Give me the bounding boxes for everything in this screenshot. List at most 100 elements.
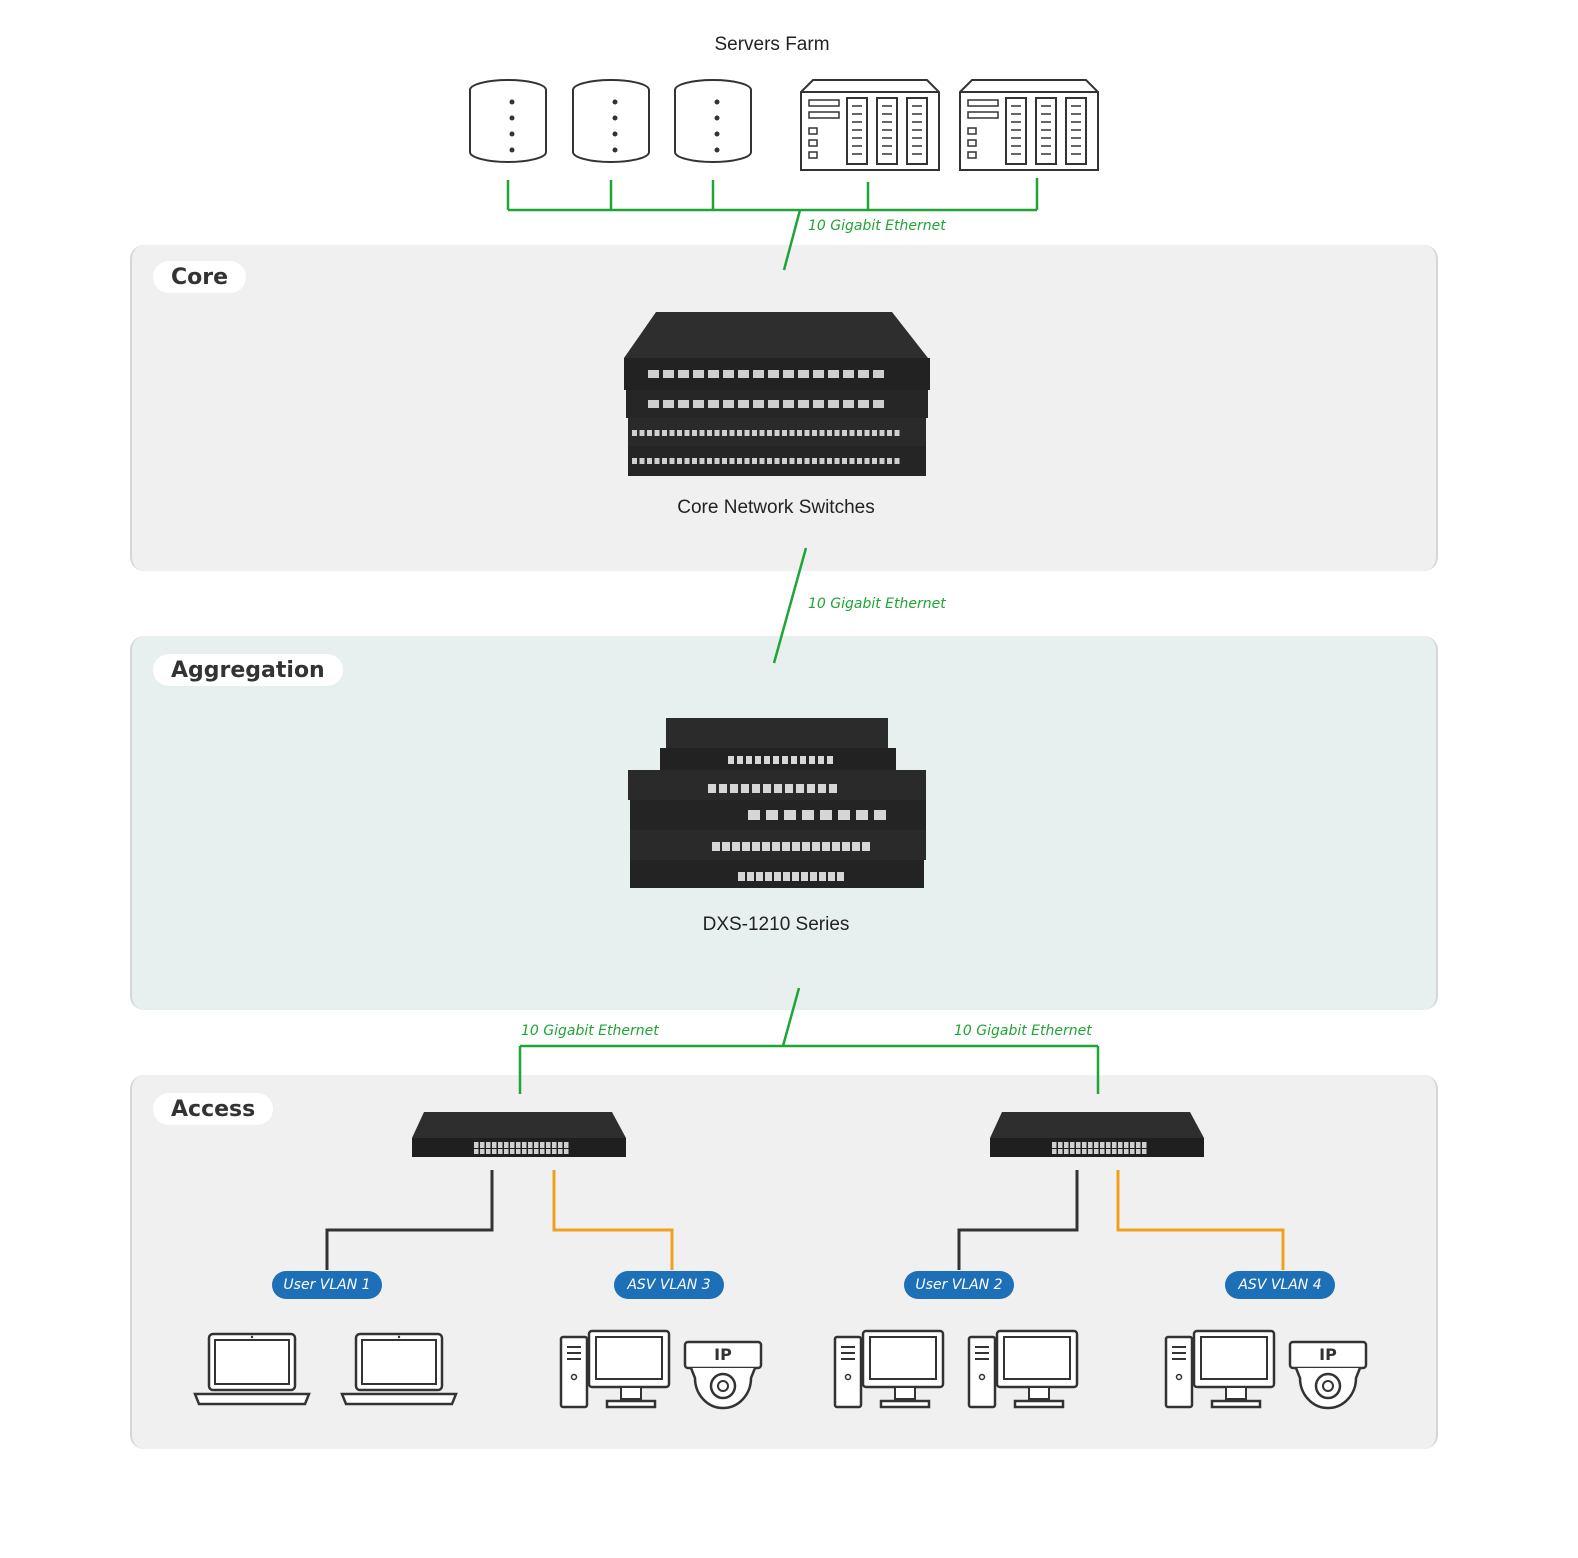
switch-port <box>1058 1142 1063 1148</box>
switch-port <box>504 1149 509 1154</box>
switch-port <box>669 458 675 464</box>
switch-port <box>774 784 782 793</box>
database-icon <box>469 79 547 163</box>
core-network-switches-image <box>624 312 930 476</box>
switch-port <box>522 1142 527 1148</box>
switch-port <box>737 430 742 436</box>
switch-port <box>798 370 809 378</box>
switch-port <box>812 842 820 851</box>
switch-port <box>746 756 752 764</box>
switch-port <box>807 784 815 793</box>
switch-port <box>558 1142 563 1148</box>
switch-port <box>872 458 877 464</box>
switch-port <box>486 1142 491 1148</box>
switch-port <box>820 810 832 820</box>
laptop-icon <box>340 1332 458 1406</box>
switch-port <box>782 430 787 436</box>
switch-port <box>1094 1142 1099 1148</box>
switch-port <box>818 784 826 793</box>
switch-port <box>707 430 712 436</box>
switch-port <box>712 842 720 851</box>
switch-port <box>723 400 734 408</box>
switch-port <box>558 1149 563 1154</box>
switch-port <box>765 872 772 881</box>
switch-port <box>677 430 682 436</box>
switch-port <box>1100 1142 1105 1148</box>
switch-port <box>663 400 674 408</box>
switch-port <box>894 458 900 464</box>
switch-port <box>772 842 780 851</box>
access-tier-label: Access <box>153 1093 274 1125</box>
switch-port <box>756 872 763 881</box>
switch-port <box>663 370 674 378</box>
switch-port <box>677 458 682 464</box>
switch-port <box>1082 1149 1087 1154</box>
switch-port <box>662 458 667 464</box>
switch-port <box>1124 1149 1129 1154</box>
switch-port <box>766 810 778 820</box>
switch-port <box>1070 1142 1075 1148</box>
switch-port <box>809 756 815 764</box>
switch-port <box>1118 1142 1123 1148</box>
switch-port <box>1088 1142 1093 1148</box>
user-vlan-2-line <box>957 1170 1079 1270</box>
switch-port <box>474 1142 479 1148</box>
dxs-1210-series-image <box>628 718 926 888</box>
switch-port <box>708 370 719 378</box>
switch-port <box>767 458 772 464</box>
switch-port <box>654 430 660 436</box>
switch-port <box>1100 1149 1105 1154</box>
switch-port <box>768 400 779 408</box>
switch-port <box>639 430 645 436</box>
switch-port <box>802 810 814 820</box>
switch-port <box>797 430 802 436</box>
switch-port <box>747 872 754 881</box>
switch-port <box>887 458 892 464</box>
switch-port <box>796 784 804 793</box>
switch-port <box>714 430 720 436</box>
switch-port <box>648 400 659 408</box>
switch-port <box>828 872 835 881</box>
switch-port <box>774 872 781 881</box>
user-vlan-1-line <box>325 1170 494 1270</box>
switch-port <box>1136 1142 1141 1148</box>
switch-port <box>789 430 795 436</box>
switch-port <box>707 458 712 464</box>
switch-port <box>1118 1149 1123 1154</box>
switch-port <box>1124 1142 1129 1148</box>
desktop-computer-icon <box>833 1329 945 1409</box>
switch-port <box>722 458 727 464</box>
database-icon <box>572 79 650 163</box>
switch-port <box>819 430 825 436</box>
vlan-pill-asv-vlan-4: ASV VLAN 4 <box>1225 1271 1335 1299</box>
switch-port <box>1064 1142 1069 1148</box>
switch-port <box>857 430 862 436</box>
switch-port <box>692 458 697 464</box>
switch-port <box>822 842 830 851</box>
switch-port <box>759 430 765 436</box>
switch-port <box>564 1149 569 1154</box>
switch-port <box>693 370 704 378</box>
switch-port <box>856 810 868 820</box>
aggregation-access-links <box>518 987 1100 1094</box>
switch-port <box>1070 1149 1075 1154</box>
desktop-computer-icon <box>1164 1329 1276 1409</box>
switch-port <box>693 400 704 408</box>
laptop-icon <box>193 1332 311 1406</box>
core-aggregation-link <box>772 547 808 664</box>
ip-camera-label: IP <box>714 1345 732 1364</box>
switch-port <box>546 1149 551 1154</box>
switch-port <box>768 370 779 378</box>
switch-port <box>801 872 808 881</box>
switch-port <box>729 430 735 436</box>
switch-port <box>834 430 840 436</box>
switch-port <box>648 370 659 378</box>
switch-port <box>534 1142 539 1148</box>
switch-port <box>741 784 749 793</box>
switch-port <box>748 810 760 820</box>
switch-port <box>699 458 705 464</box>
switch-port <box>522 1149 527 1154</box>
switch-port <box>782 458 787 464</box>
switch-port <box>842 458 847 464</box>
